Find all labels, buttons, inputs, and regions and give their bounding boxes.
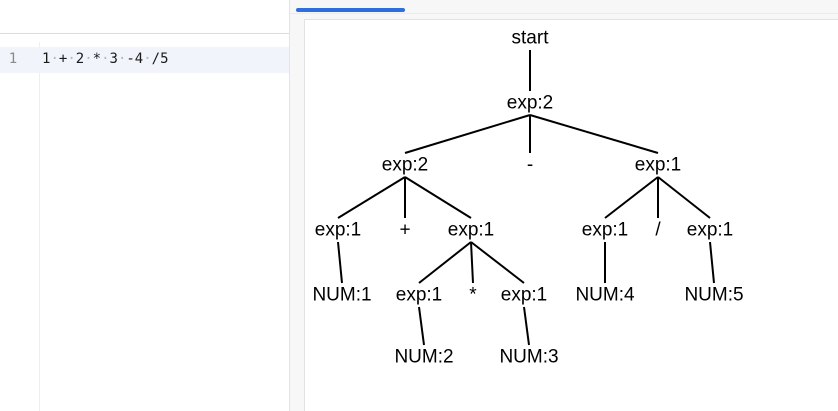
tree-node-minus-op: -	[527, 155, 533, 176]
tree-node-exp1-a: exp:1	[315, 220, 361, 241]
parse-tree-panel	[290, 0, 838, 411]
tree-edge-exp2_left-exp1_b	[404, 176, 472, 219]
tree-nodes: start exp:2 exp:2 - exp:1 exp:1 + exp:1 exp:1 / ex…	[312, 28, 743, 368]
tree-edge-exp1_d-num5	[709, 241, 715, 284]
tree-edges	[337, 50, 715, 346]
tree-node-mul-op: *	[469, 285, 477, 306]
tree-node-num4: NUM:4	[575, 285, 635, 306]
code-editor[interactable]: 1 1·+·2·*·3·-4·/5	[0, 0, 290, 411]
tree-node-start: start	[512, 28, 550, 49]
code-token: 1	[42, 51, 51, 67]
tree-edge-exp2_left-exp1_a	[337, 176, 406, 219]
whitespace-dot: ·	[101, 51, 110, 67]
tree-node-num5: NUM:5	[684, 285, 743, 306]
code-token: *	[92, 51, 102, 67]
tree-node-exp1-e: exp:1	[396, 285, 442, 306]
tree-edge-exp1_b-exp1_e	[418, 241, 472, 284]
whitespace-dot: ·	[143, 51, 152, 67]
whitespace-dot: ·	[117, 51, 127, 67]
tree-node-plus-op: +	[399, 220, 410, 241]
whitespace-dot: ·	[50, 51, 59, 67]
tree-node-exp1-d: exp:1	[687, 220, 733, 241]
code-token: +	[58, 51, 68, 67]
tree-node-num2: NUM:2	[394, 347, 453, 368]
whitespace-dot: ·	[67, 51, 76, 67]
editor-toolbar	[0, 0, 289, 34]
tree-node-exp1-c: exp:1	[582, 220, 628, 241]
tree-edge-exp1_f-num3	[523, 306, 530, 346]
active-line-highlight	[0, 47, 289, 73]
tree-edge-exp2_root-exp1_right	[529, 114, 659, 154]
tree-edge-exp1_a-num1	[337, 241, 343, 284]
code-token: 2	[75, 51, 85, 67]
tree-node-num3: NUM:3	[499, 347, 558, 368]
line-gutter	[0, 42, 40, 411]
tree-edge-exp2_root-exp2_left	[404, 114, 531, 154]
code-token: -4	[126, 51, 144, 67]
tree-edge-exp1_right-exp1_c	[604, 176, 659, 219]
line-number: 1	[8, 51, 18, 67]
tree-node-div-op: /	[655, 220, 661, 241]
tree-node-num1: NUM:1	[312, 285, 371, 306]
tree-edge-exp1_b-exp1_f	[470, 241, 525, 284]
tree-node-exp2-left: exp:2	[382, 155, 428, 176]
active-tab-indicator[interactable]	[296, 8, 405, 12]
tab-strip-divider	[290, 13, 838, 14]
tree-node-exp1-right: exp:1	[635, 155, 681, 176]
code-token: /5	[151, 51, 169, 67]
tree-edge-exp1_right-exp1_d	[657, 176, 711, 219]
whitespace-dot: ·	[84, 51, 93, 67]
tree-edge-exp1_e-num2	[418, 306, 425, 346]
tree-node-exp1-b: exp:1	[448, 220, 494, 241]
tree-node-exp2-root: exp:2	[507, 93, 553, 114]
code-line[interactable]: 1·+·2·*·3·-4·/5	[42, 51, 169, 67]
tree-node-exp1-f: exp:1	[501, 285, 547, 306]
parse-tree-canvas[interactable]	[304, 19, 838, 411]
code-token: 3	[109, 51, 118, 67]
tree-edge-exp1_b-mul_op	[470, 241, 474, 284]
